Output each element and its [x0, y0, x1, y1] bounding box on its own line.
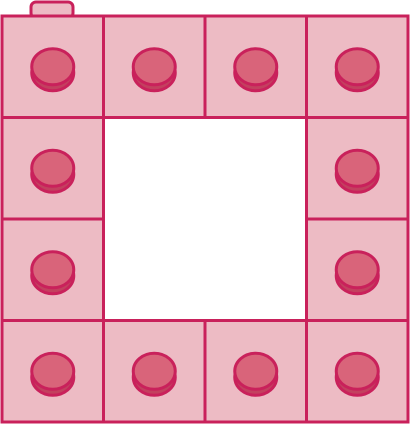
stud-top: [334, 47, 380, 87]
linking-cube: [102, 14, 207, 119]
linking-cube: [0, 116, 105, 221]
linking-cube: [102, 319, 207, 424]
linking-cube: [0, 14, 105, 119]
stud-top: [30, 250, 76, 290]
linking-cube: [203, 319, 308, 424]
linking-cube: [0, 217, 105, 322]
linking-cube: [305, 14, 410, 119]
stud-top: [334, 148, 380, 188]
linking-cube: [305, 217, 410, 322]
stud-top: [334, 351, 380, 391]
stud-top: [233, 47, 279, 87]
stud-top: [334, 250, 380, 290]
stud-top: [30, 47, 76, 87]
linking-cube: [203, 14, 308, 119]
stud-top: [30, 148, 76, 188]
linking-cube: [305, 319, 410, 424]
linking-cube: [305, 116, 410, 221]
stud-top: [131, 47, 177, 87]
stud-top: [233, 351, 279, 391]
stud-top: [131, 351, 177, 391]
cube-face: [203, 14, 308, 119]
linking-cube: [0, 319, 105, 424]
stud-top: [30, 351, 76, 391]
